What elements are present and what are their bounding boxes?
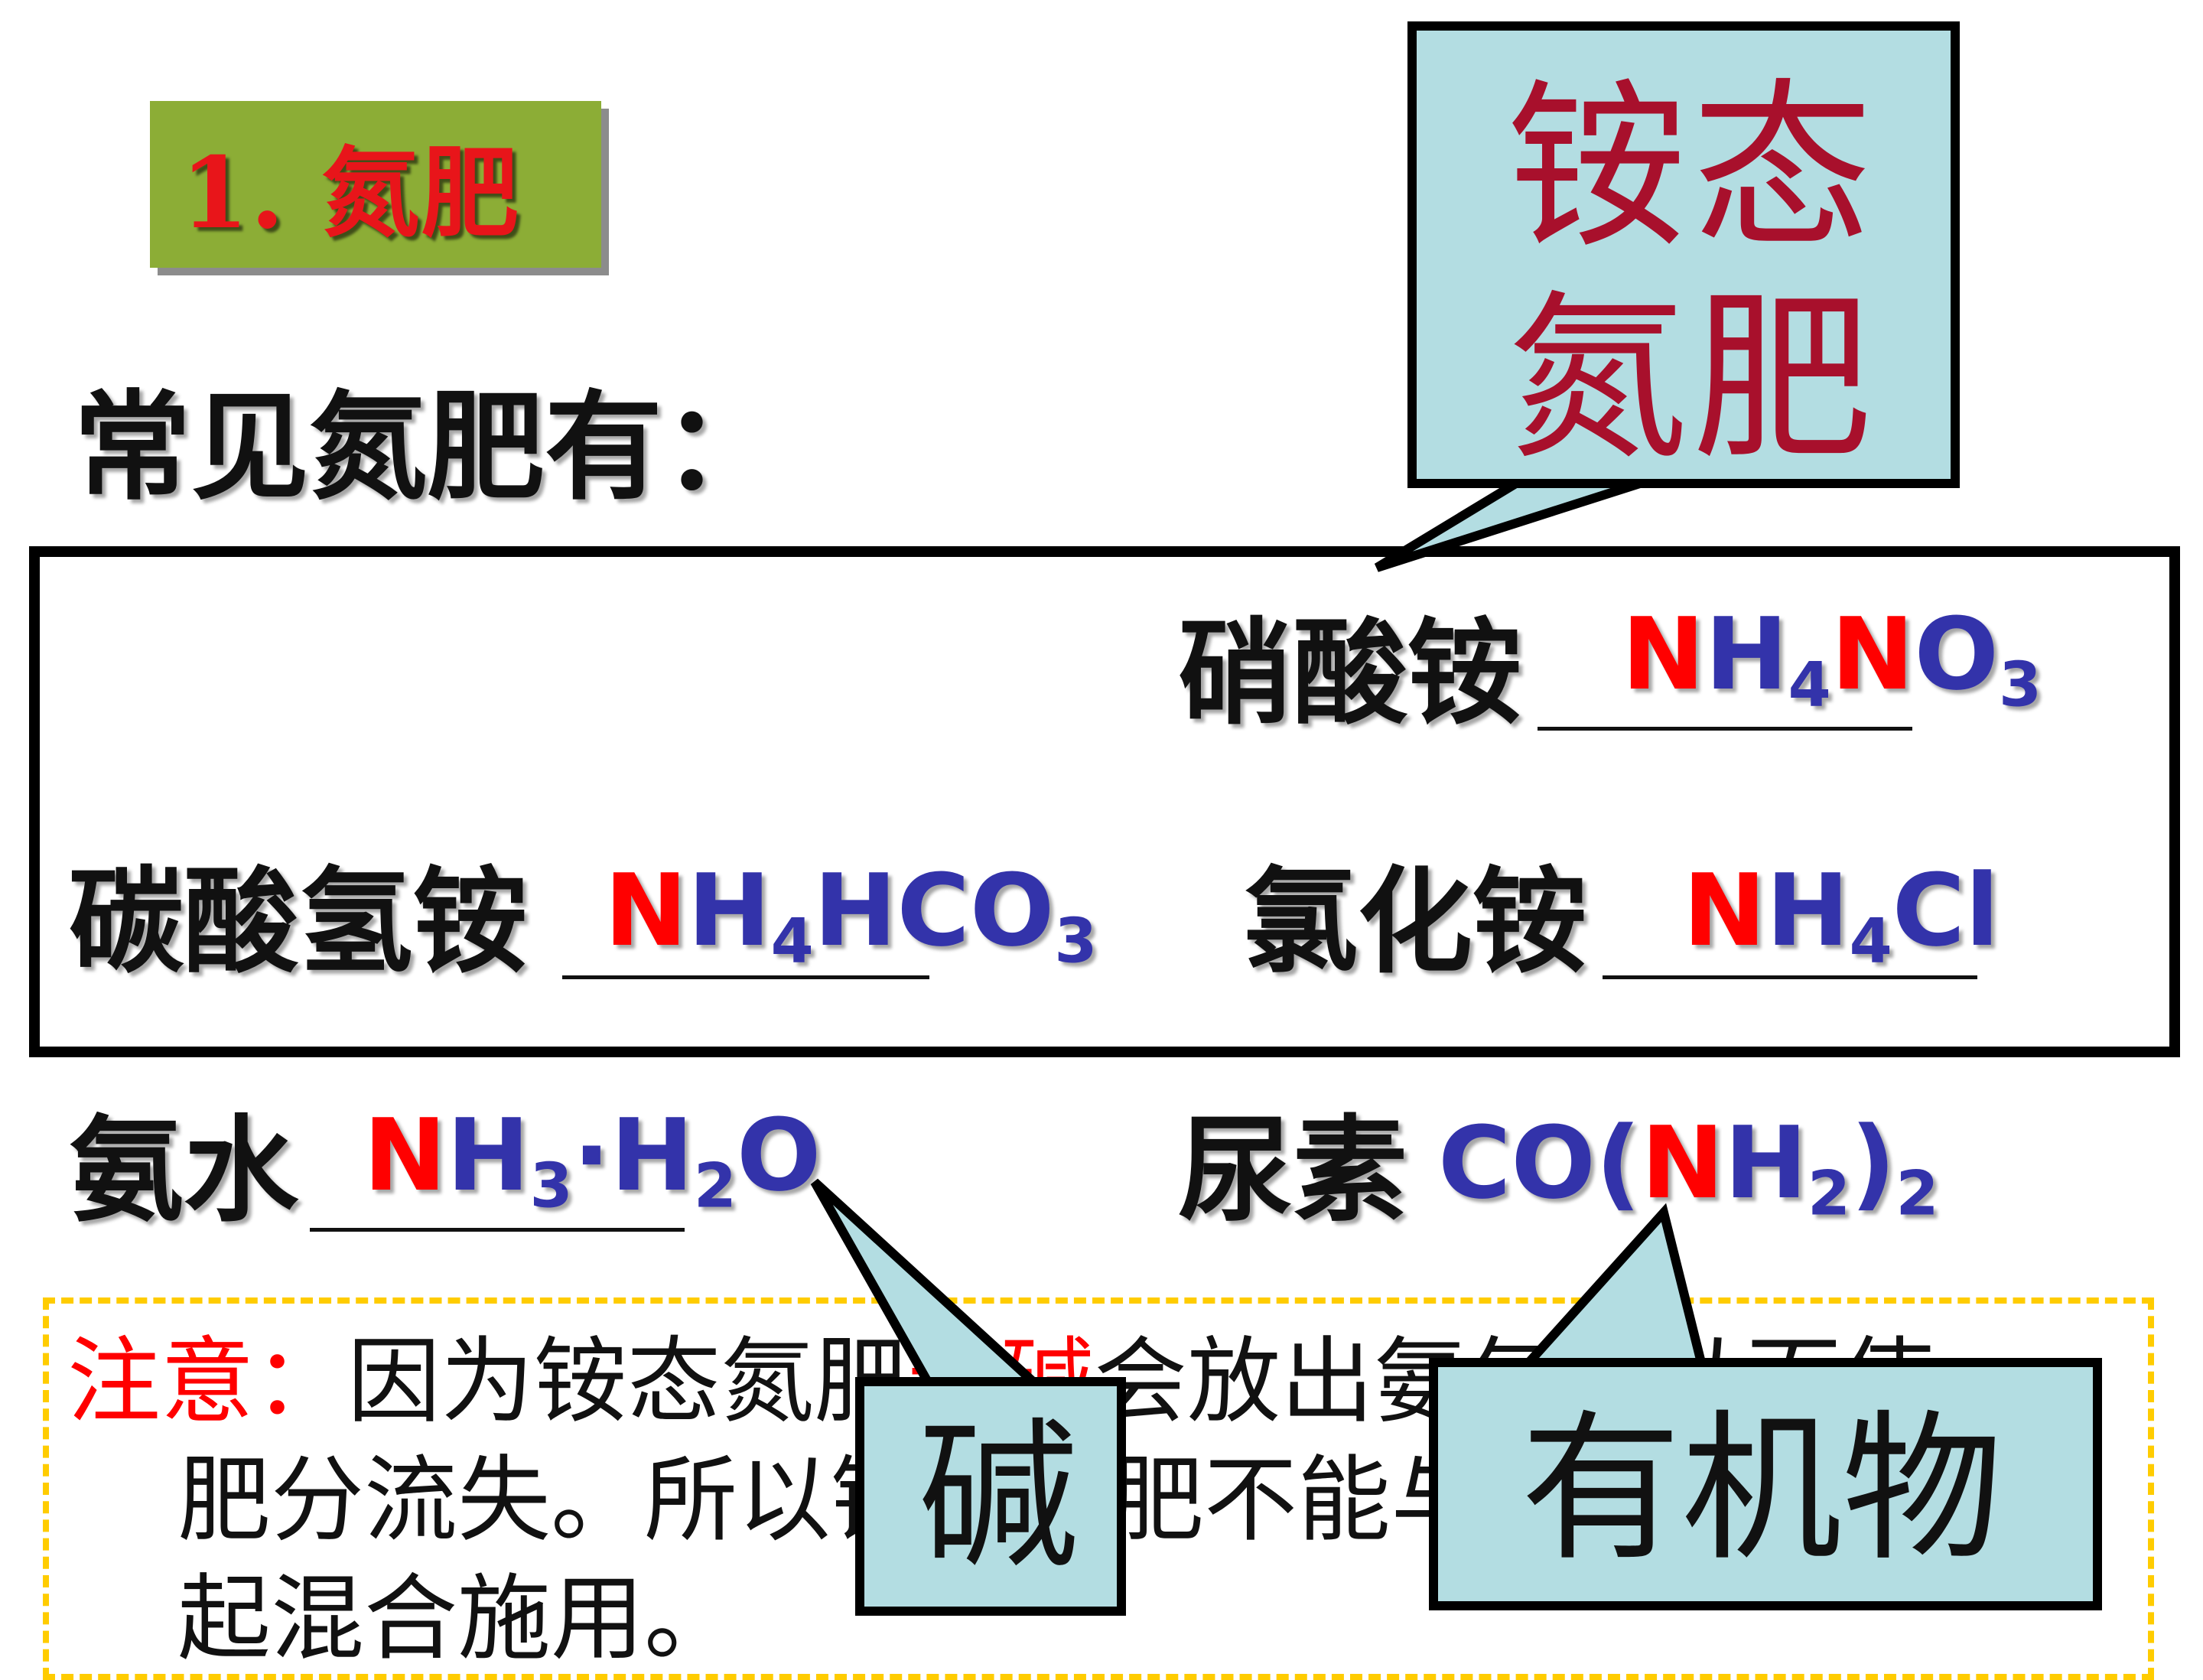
formula-sub: 3 — [1054, 905, 1098, 978]
ammonium-nitrate-formula: NH4NO3 — [1622, 604, 2042, 716]
formula-dot: · — [572, 1097, 611, 1213]
ammonium-chloride-blank — [1603, 975, 1977, 979]
ammonium-nitrate-blank — [1538, 727, 1912, 731]
ammonium-callout: 铵态 氮肥 — [1407, 21, 1960, 488]
formula-sub: 2 — [1895, 1157, 1939, 1230]
ammonium-bicarbonate-formula: NH4HCO3 — [604, 861, 1098, 972]
formula-sub: 2 — [693, 1150, 737, 1223]
ammonium-chloride-formula: NH4Cl — [1683, 861, 2000, 972]
formula-sub: 3 — [1999, 649, 2042, 721]
formula-n: N — [1641, 1105, 1725, 1221]
formula-sub: 4 — [1849, 905, 1892, 978]
note-label: 注意： — [67, 1327, 347, 1436]
formula-n: N — [363, 1097, 447, 1213]
organic-callout-text: 有机物 — [1521, 1395, 2003, 1583]
organic-callout-tail — [1515, 1203, 1708, 1370]
formula-h: H — [687, 852, 771, 969]
formula-h: H — [1765, 852, 1850, 969]
common-fertilizers-label: 常见氮肥有： — [73, 378, 781, 516]
formula-sub: 4 — [770, 905, 814, 978]
note-line-3: 起混合施用。 — [177, 1564, 737, 1673]
urea-formula: CO(NH2)2 — [1438, 1113, 1939, 1225]
formula-cl: Cl — [1892, 852, 2000, 969]
formula-close: ) — [1850, 1105, 1896, 1221]
base-callout: 碱 — [855, 1377, 1126, 1616]
formula-sub: 3 — [529, 1150, 573, 1223]
title-text: 1. 氮肥 — [181, 135, 521, 251]
ammonium-chloride-label: 氯化铵 — [1243, 855, 1588, 989]
ammonium-nitrate-label: 硝酸铵 — [1178, 606, 1523, 741]
formula-n: N — [1622, 596, 1705, 712]
ammonium-callout-line2: 氮肥 — [1507, 274, 1878, 484]
formula-n: N — [1683, 852, 1766, 969]
formula-h: H — [446, 1097, 530, 1213]
formula-sub: 2 — [1807, 1157, 1851, 1230]
formula-h: H — [1724, 1105, 1808, 1221]
formula-o: O — [1914, 596, 2000, 712]
base-callout-text: 碱 — [918, 1403, 1079, 1590]
note-text: 因为铵态氮肥 — [347, 1327, 907, 1436]
ammonium-callout-line1: 铵态 — [1507, 63, 1878, 273]
organic-callout: 有机物 — [1429, 1358, 2102, 1610]
ammonia-water-label: 氨水 — [69, 1103, 299, 1238]
ammonium-bicarbonate-label: 碳酸氢铵 — [69, 855, 529, 989]
base-callout-tail — [810, 1178, 1049, 1389]
formula-co-open: CO( — [1438, 1105, 1642, 1221]
formula-o: O — [736, 1097, 822, 1213]
ammonium-bicarbonate-blank — [562, 975, 929, 979]
formula-hco: HCO — [813, 852, 1055, 969]
formula-h: H — [610, 1097, 694, 1213]
formula-n: N — [1830, 596, 1915, 712]
urea-label: 尿素 — [1178, 1103, 1408, 1238]
ammonium-callout-tail — [1374, 477, 1646, 572]
ammonia-water-blank — [310, 1228, 685, 1232]
ammonia-water-formula: NH3·H2O — [363, 1105, 822, 1217]
formula-n: N — [604, 852, 688, 969]
title-box: 1. 氮肥 — [150, 101, 601, 268]
formula-h: H — [1704, 596, 1788, 712]
main-frame — [29, 546, 2180, 1057]
formula-sub: 4 — [1788, 649, 1831, 721]
